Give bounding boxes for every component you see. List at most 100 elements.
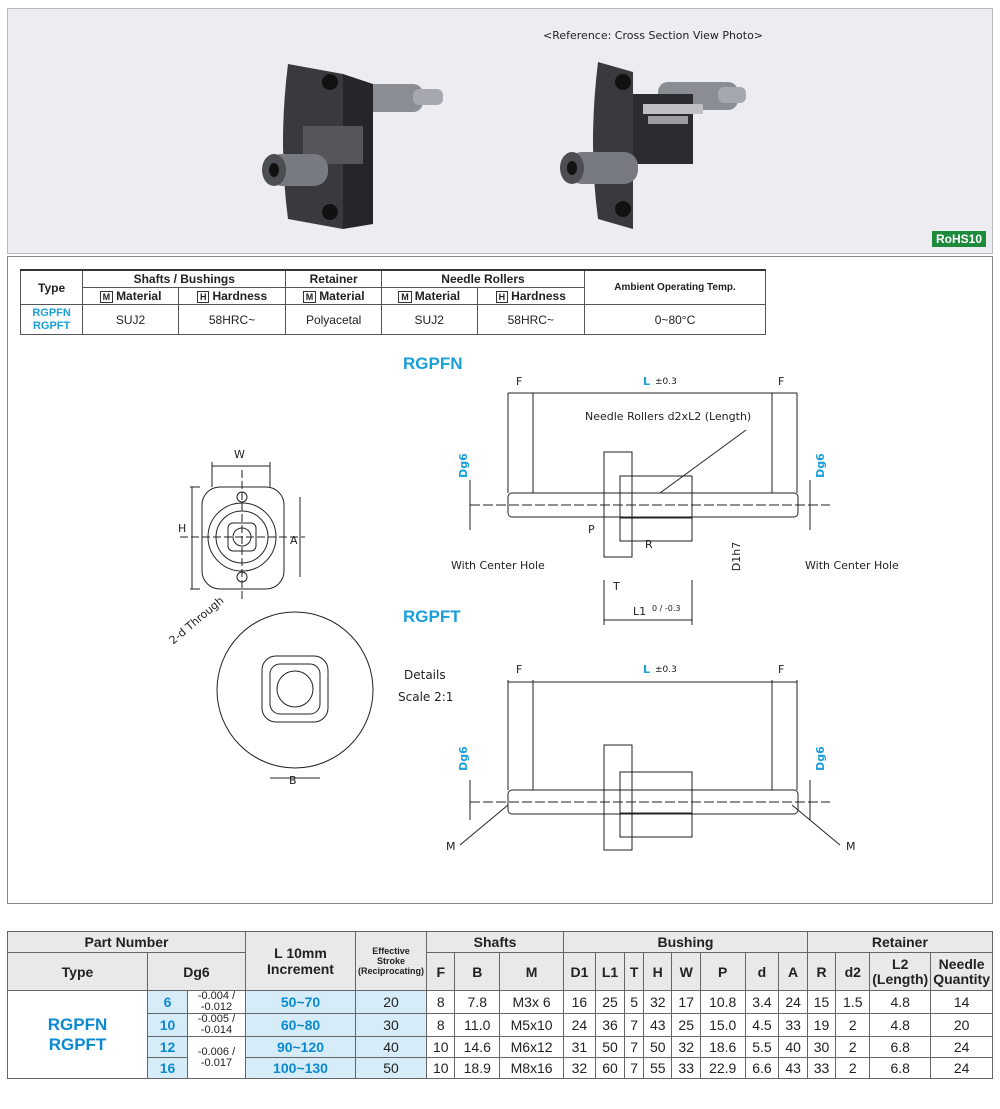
cell-p: 22.9: [699, 1057, 746, 1079]
col-l1: L1: [594, 952, 626, 991]
dim-m: M: [846, 840, 856, 853]
cell-a: 43: [778, 1057, 808, 1079]
dim-p: P: [588, 523, 595, 536]
cell-f: 10: [426, 1057, 456, 1079]
cell-d: 3.4: [744, 990, 780, 1014]
cell-d: 6.6: [744, 1057, 780, 1079]
cell-p: 15.0: [699, 1013, 746, 1037]
spec-value: SUJ2: [82, 304, 179, 335]
cell-b: 18.9: [454, 1057, 501, 1079]
center-hole-right: With Center Hole: [805, 559, 899, 572]
cell-d1: 16: [563, 990, 596, 1014]
dim-f: F: [778, 375, 785, 388]
spec-retainer-header: Retainer: [285, 269, 382, 288]
l-range: 50~70: [245, 990, 356, 1014]
stroke-value: 30: [354, 1013, 428, 1037]
col-b: B: [454, 952, 501, 991]
cell-b: 7.8: [454, 990, 501, 1014]
cell-p: 10.8: [699, 990, 746, 1014]
product-photo-assembled: [262, 64, 443, 229]
dim-l1: L1: [633, 605, 647, 618]
dim-dg6: Dg6: [456, 746, 470, 771]
dg6-tolerance: -0.006 / -0.017: [187, 1036, 246, 1079]
cell-m: M3x 6: [499, 990, 565, 1014]
dim-w: W: [234, 448, 245, 461]
dim-f: F: [516, 663, 523, 676]
spec-ambient-header: Ambient Operating Temp.: [584, 269, 766, 305]
cell-r: 19: [806, 1013, 837, 1037]
col-w: W: [671, 952, 701, 991]
cell-a: 24: [778, 990, 808, 1014]
cell-h: 55: [643, 1057, 673, 1079]
dim-h: H: [178, 522, 187, 535]
cell-b: 14.6: [454, 1036, 501, 1058]
product-photo-cross-section: [560, 62, 746, 229]
col-a: A: [778, 952, 808, 991]
spec-value: 58HRC~: [177, 304, 287, 335]
cell-b: 11.0: [454, 1013, 501, 1037]
spec-value: 58HRC~: [476, 304, 586, 335]
cell-d2: 2: [835, 1013, 871, 1037]
l-range: 100~130: [245, 1057, 356, 1079]
spec-value: Polyacetal: [285, 304, 382, 335]
cell-needle-qty: 24: [930, 1036, 993, 1058]
col-h: H: [643, 952, 673, 991]
rgpft-title: RGPFT: [403, 607, 461, 626]
hardness-icon: H: [495, 291, 509, 303]
cell-t: 7: [624, 1036, 645, 1058]
cell-w: 33: [671, 1057, 701, 1079]
cell-r: 33: [806, 1057, 837, 1079]
cell-needle-qty: 24: [930, 1057, 993, 1079]
col-f: F: [426, 952, 456, 991]
bushing-header: Bushing: [563, 931, 808, 953]
cell-d2: 1.5: [835, 990, 871, 1014]
cell-needle-qty: 20: [930, 1013, 993, 1037]
spec-table: Type Shafts / Bushings Retainer Needle R…: [19, 269, 766, 335]
spec-needle-header: Needle Rollers: [380, 269, 586, 288]
dg6-header: Dg6: [147, 952, 246, 991]
dg6-tolerance: -0.005 / -0.014: [187, 1013, 246, 1037]
spec-value: SUJ2: [380, 304, 478, 335]
rohs-badge: RoHS10: [931, 231, 986, 247]
cell-p: 18.6: [699, 1036, 746, 1058]
cell-t: 7: [624, 1013, 645, 1037]
cell-d: 5.5: [744, 1036, 780, 1058]
dim-dg6: Dg6: [813, 453, 827, 478]
cell-t: 5: [624, 990, 645, 1014]
cell-l2: 4.8: [869, 1013, 932, 1037]
product-photo-panel: <Reference: Cross Section View Photo> Ro…: [7, 8, 993, 254]
cell-h: 32: [643, 990, 673, 1014]
dim-f: F: [778, 663, 785, 676]
cell-needle-qty: 14: [930, 990, 993, 1014]
col-l2: L2 (Length): [869, 952, 932, 991]
retainer-header: Retainer: [806, 931, 994, 953]
part-number-header: Part Number: [7, 931, 246, 953]
rgpfn-title: RGPFN: [403, 354, 463, 373]
col-d2: d2: [835, 952, 871, 991]
material-icon: M: [398, 291, 412, 303]
cell-m: M5x10: [499, 1013, 565, 1037]
stroke-value: 50: [354, 1057, 428, 1079]
spec-shafts-header: Shafts / Bushings: [82, 269, 287, 288]
dim-l: L: [643, 663, 651, 676]
stroke-value: 20: [354, 990, 428, 1014]
dim-l-tol: ±0.3: [655, 665, 677, 675]
cell-m: M8x16: [499, 1057, 565, 1079]
cell-l1: 36: [594, 1013, 626, 1037]
cell-d1: 24: [563, 1013, 596, 1037]
cell-l2: 4.8: [869, 990, 932, 1014]
rgpft-flange: [603, 744, 633, 851]
detail-view: [216, 611, 374, 769]
cell-d: 4.5: [744, 1013, 780, 1037]
cell-t: 7: [624, 1057, 645, 1079]
dim-b: B: [289, 774, 297, 787]
l-range: 90~120: [245, 1036, 356, 1058]
dim-l: L: [643, 375, 651, 388]
col-needle-qty: Needle Quantity: [930, 952, 993, 991]
l-range: 60~80: [245, 1013, 356, 1037]
center-hole-left: With Center Hole: [451, 559, 545, 572]
cell-d1: 32: [563, 1057, 596, 1079]
dg6-value: 10: [147, 1013, 188, 1037]
